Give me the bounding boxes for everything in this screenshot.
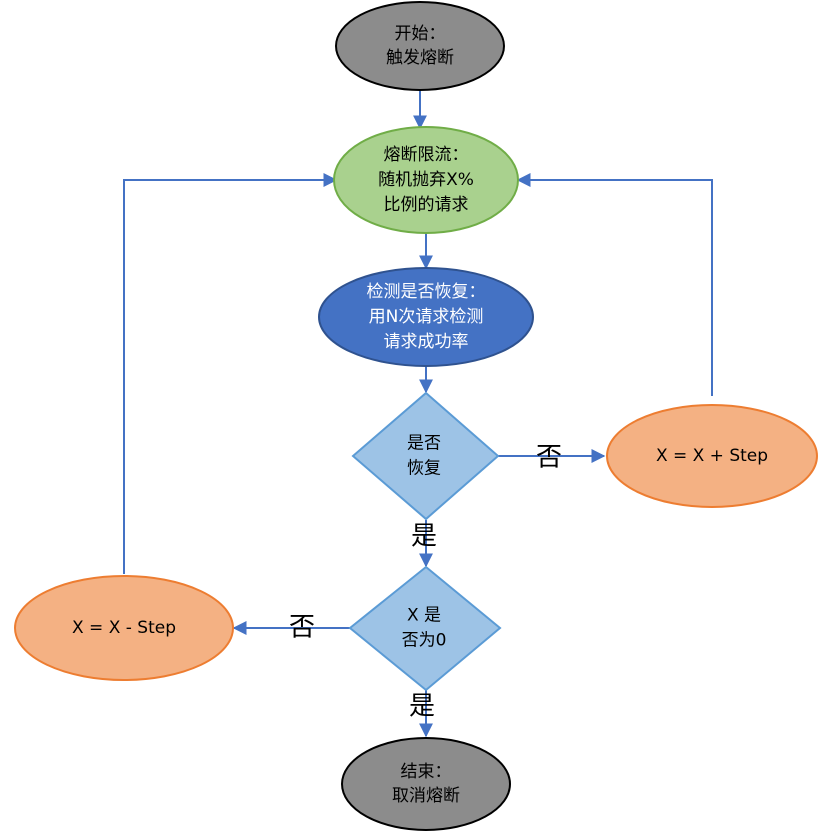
decrease-shape — [14, 575, 234, 681]
start-text-line: 触发熔断 — [386, 48, 454, 68]
zero-check-text-line: 否为0 — [402, 631, 447, 651]
label-recovered-yes: 是 — [411, 522, 437, 552]
node-throttle: 熔断限流： 随机抛弃X% 比例的请求 — [333, 126, 519, 234]
recovered-check-text-line: 恢复 — [407, 459, 441, 479]
recovered-check-text-line: 是否 — [407, 434, 441, 454]
edge-increase-to-throttle — [516, 173, 713, 396]
zero-decision-shape — [348, 565, 502, 692]
recovered-decision-shape — [351, 391, 500, 521]
throttle-text-line: 熔断限流： — [384, 145, 469, 165]
end-terminal-shape — [341, 737, 511, 831]
label-zero-no: 否 — [289, 613, 315, 643]
edge-decrease-to-throttle — [123, 173, 338, 574]
label-recovered-no: 否 — [536, 443, 562, 473]
throttle-text-line: 比例的请求 — [384, 195, 469, 215]
node-start: 开始： 触发熔断 — [335, 1, 505, 91]
zero-check-text-line: X 是 — [407, 606, 441, 626]
node-end: 结束： 取消熔断 — [341, 737, 511, 831]
node-decrease: X = X - Step — [14, 575, 234, 681]
start-terminal-shape — [335, 1, 505, 91]
node-increase: X = X + Step — [606, 404, 818, 508]
edges — [123, 90, 713, 738]
increase-text-line: X = X + Step — [656, 446, 768, 466]
label-zero-yes: 是 — [409, 692, 435, 722]
detect-text-line: 用N次请求检测 — [369, 307, 484, 327]
end-text-line: 取消熔断 — [392, 786, 460, 806]
start-text-line: 开始： — [395, 24, 446, 44]
end-text-line: 结束： — [401, 762, 452, 782]
throttle-process-shape — [333, 126, 519, 234]
detect-text-line: 检测是否恢复： — [367, 282, 486, 302]
detect-text-line: 请求成功率 — [384, 332, 469, 352]
increase-shape — [606, 404, 818, 508]
throttle-text-line: 随机抛弃X% — [378, 170, 474, 190]
decrease-text-line: X = X - Step — [72, 618, 176, 638]
detect-process-shape — [318, 267, 534, 367]
node-recovered-check: 是否恢复 — [351, 391, 500, 521]
